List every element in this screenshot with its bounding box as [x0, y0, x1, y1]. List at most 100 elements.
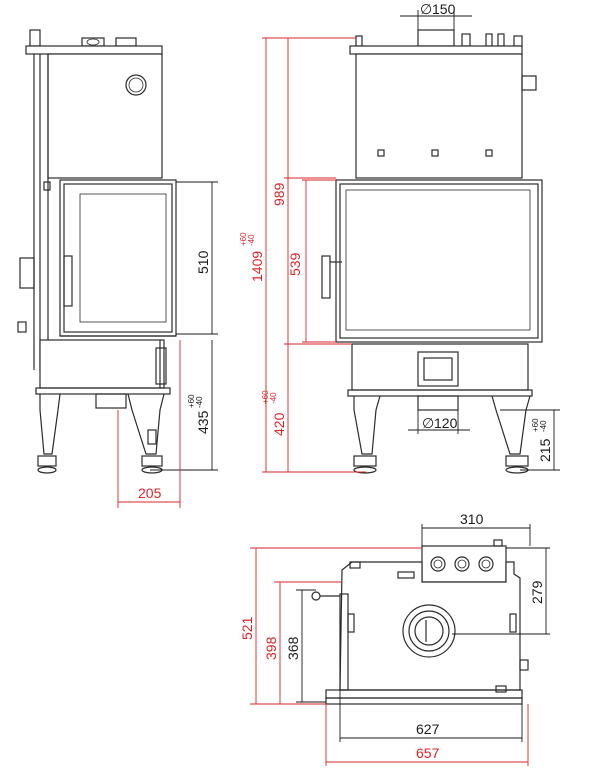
dim-398-label: 398	[263, 636, 279, 660]
dim-368-label: 368	[285, 636, 301, 660]
dim-989-label: 989	[271, 182, 287, 206]
dim-150-diameter-symbol: ∅	[420, 1, 432, 17]
side-glass	[79, 193, 167, 323]
front-leg-left	[353, 395, 381, 455]
front-lower-housing	[351, 343, 529, 391]
plan-top-knob-1	[430, 556, 446, 572]
side-leg-slot	[147, 429, 157, 445]
side-air-circle	[125, 74, 147, 96]
front-door-inner	[339, 183, 539, 339]
dim-420-tol-plus: +60	[261, 390, 270, 404]
plan-view: 310 279 368 398 521 627 657	[239, 511, 550, 766]
plan-top-knob-1-inner	[433, 559, 443, 569]
side-leg-front	[127, 393, 165, 455]
front-top-pipe	[417, 29, 455, 47]
plan-top-tab	[493, 539, 503, 547]
side-base-plate	[35, 387, 171, 395]
dim-420-label: 420	[271, 412, 287, 436]
front-base-plate	[347, 389, 533, 397]
plan-top-knob-2	[454, 556, 470, 572]
front-vent-3	[485, 149, 493, 157]
side-top-bracket	[29, 29, 41, 47]
dim-215-tol-plus: +60	[531, 418, 540, 432]
dim-420-tol-minus: -40	[269, 392, 278, 404]
side-foot-pad-back	[37, 466, 57, 474]
plan-right-hinge	[509, 613, 517, 633]
front-top-knob-1	[461, 33, 471, 47]
plan-top-knob-3	[478, 556, 494, 572]
dim-657-label: 657	[416, 745, 440, 761]
plan-front-bolt	[495, 685, 507, 693]
side-top-flange	[115, 37, 137, 47]
plan-front-plate	[325, 689, 523, 699]
front-vent-2	[431, 149, 439, 157]
dim-279-label: 279	[529, 580, 545, 604]
dim-120-diameter-symbol: ∅	[422, 415, 434, 431]
dim-539-label: 539	[287, 252, 303, 276]
side-collar-ring	[86, 38, 100, 46]
front-vent-1	[377, 149, 385, 157]
plan-top-knob-3-inner	[481, 559, 491, 569]
front-top-bracket-right	[513, 35, 523, 47]
plan-left-hinge	[347, 613, 355, 633]
side-handle	[63, 255, 73, 307]
front-view: ∅ 150 ∅ 120 215 +60 -40 539 989 420 +60 …	[239, 1, 560, 474]
dim-120-label: 120	[434, 415, 458, 431]
plan-front-tab	[397, 571, 415, 579]
side-top-plate	[25, 45, 163, 55]
front-top-knob-3	[497, 33, 505, 47]
dim-1409-label: 1409	[249, 251, 265, 282]
front-top-bracket-left	[355, 35, 363, 47]
front-door-frame	[335, 179, 543, 343]
front-ash-box	[417, 351, 459, 387]
dim-215-label: 215	[537, 438, 553, 462]
plan-flue-middle	[408, 610, 450, 652]
side-door-frame	[59, 179, 177, 337]
plan-handle-knob	[311, 591, 321, 601]
side-foot-front	[141, 455, 163, 467]
dim-435-label: 435	[195, 410, 211, 434]
plan-right-knob	[519, 659, 529, 671]
plan-body	[339, 561, 521, 691]
front-upper-housing	[355, 53, 523, 179]
side-air-circle-inner	[128, 77, 144, 93]
side-lower-housing	[39, 339, 165, 389]
side-upper-housing	[47, 53, 163, 179]
plan-flue-outer	[402, 604, 456, 658]
side-base-duct	[95, 393, 127, 409]
front-side-knob	[521, 75, 537, 91]
front-handle	[321, 255, 331, 299]
plan-top-knob-2-inner	[457, 559, 467, 569]
dim-215-tol-minus: -40	[539, 420, 548, 432]
front-leg-right	[491, 395, 531, 455]
front-top-plate	[349, 45, 523, 55]
dim-310-label: 310	[460, 511, 484, 527]
dim-205-label: 205	[138, 485, 162, 501]
side-view: 510 435 +60 -40 205	[17, 29, 218, 508]
plan-corner-tab	[349, 561, 361, 569]
side-back-box	[19, 257, 35, 289]
dim-627-label: 627	[416, 721, 440, 737]
front-ash-box-inner	[423, 357, 453, 381]
dim-1409-tol-minus: -40	[247, 234, 256, 246]
front-bottom-duct	[417, 395, 459, 411]
front-foot-pad-left	[353, 466, 377, 474]
plan-front-lip	[325, 697, 523, 705]
side-foot-back	[37, 455, 57, 467]
side-lower-bracket	[155, 347, 167, 385]
dim-435-tol-minus: -40	[195, 396, 204, 408]
plan-flue-inner	[414, 616, 444, 646]
side-leg-back	[39, 393, 61, 455]
dim-1409-tol-plus: +60	[239, 232, 248, 246]
front-top-knob-2	[485, 33, 493, 47]
front-glass	[345, 189, 531, 331]
dim-150-label: 150	[432, 1, 456, 17]
front-foot-left	[353, 455, 377, 467]
side-back-clip	[17, 321, 27, 333]
dim-510-label: 510	[195, 250, 211, 274]
side-hinge	[43, 181, 51, 191]
front-foot-right	[505, 455, 529, 467]
dim-521-label: 521	[239, 616, 255, 640]
dim-435-tol-plus: +60	[187, 394, 196, 408]
